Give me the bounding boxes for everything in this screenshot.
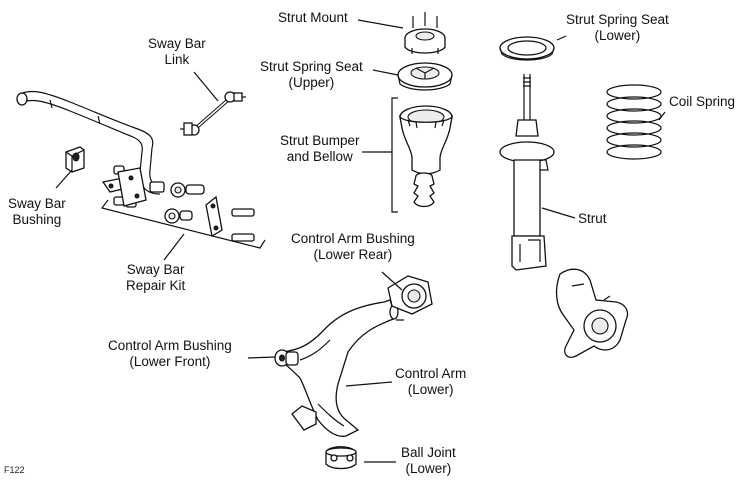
label-strut-spring-seat-upper-line2: (Upper) xyxy=(288,75,335,90)
label-control-arm-bushing-lower-front: Control Arm Bushing (Lower Front) xyxy=(108,338,232,370)
label-control-arm: Control Arm (Lower) xyxy=(395,366,466,398)
label-strut-spring-seat-lower-line2: (Lower) xyxy=(594,28,641,43)
label-coil-spring-text: Coil Spring xyxy=(669,94,736,109)
label-control-arm-line2: (Lower) xyxy=(407,382,454,397)
label-strut-bumper-line2: and Bellow xyxy=(286,149,353,164)
strut-part xyxy=(499,36,555,271)
control-arm-part xyxy=(281,299,404,437)
strut-mount-part xyxy=(404,12,446,54)
ball-joint-part xyxy=(325,446,357,470)
label-sway-bar-bushing-line1: Sway Bar xyxy=(8,196,66,211)
label-strut-spring-seat-upper: Strut Spring Seat (Upper) xyxy=(260,59,363,91)
label-control-arm-bushing-lower-front-line1: Control Arm Bushing xyxy=(108,338,232,353)
label-sway-bar-link-line2: Link xyxy=(164,52,190,67)
label-strut-mount-text: Strut Mount xyxy=(278,10,348,25)
label-strut-bumper-line1: Strut Bumper xyxy=(280,133,360,148)
figure-code: F122 xyxy=(4,465,25,475)
bumper-bellow-part xyxy=(398,105,454,208)
label-strut-bumper: Strut Bumper and Bellow xyxy=(280,133,360,165)
leader-lines xyxy=(55,19,666,463)
label-sway-bar-repair-kit: Sway Bar Repair Kit xyxy=(126,262,185,294)
label-ball-joint-line2: (Lower) xyxy=(405,461,452,476)
label-ball-joint: Ball Joint (Lower) xyxy=(401,445,456,477)
label-strut-spring-seat-lower: Strut Spring Seat (Lower) xyxy=(566,12,669,44)
label-strut-spring-seat-lower-line1: Strut Spring Seat xyxy=(566,12,669,27)
label-strut: Strut xyxy=(578,211,607,227)
label-sway-bar-bushing: Sway Bar Bushing xyxy=(8,196,66,228)
label-sway-bar-link: Sway Bar Link xyxy=(148,36,206,68)
label-control-arm-line1: Control Arm xyxy=(395,366,467,381)
spring-seat-upper-part xyxy=(397,62,453,91)
label-control-arm-bushing-lower-front-line2: (Lower Front) xyxy=(129,354,211,369)
label-coil-spring: Coil Spring xyxy=(669,94,735,110)
sway-bar-bushing-part xyxy=(65,146,85,173)
label-strut-mount: Strut Mount xyxy=(278,10,348,26)
coil-spring-part xyxy=(606,84,662,160)
label-sway-bar-bushing-line2: Bushing xyxy=(12,212,62,227)
label-strut-text: Strut xyxy=(578,211,607,226)
label-ball-joint-line1: Ball Joint xyxy=(401,445,456,460)
bumper-bracket xyxy=(391,97,398,213)
label-sway-bar-repair-kit-line1: Sway Bar xyxy=(126,262,185,277)
label-control-arm-bushing-lower-rear-line2: (Lower Rear) xyxy=(313,247,393,262)
sway-bar-link-part xyxy=(180,91,246,136)
bushing-lower-front-part xyxy=(274,349,299,367)
bushing-lower-rear-part xyxy=(387,275,433,315)
label-sway-bar-link-line1: Sway Bar xyxy=(148,36,206,51)
steering-knuckle-part xyxy=(555,268,629,358)
label-strut-spring-seat-upper-line1: Strut Spring Seat xyxy=(260,59,363,74)
label-control-arm-bushing-lower-rear: Control Arm Bushing (Lower Rear) xyxy=(291,231,415,263)
repair-kit-bracket xyxy=(100,199,266,249)
label-control-arm-bushing-lower-rear-line1: Control Arm Bushing xyxy=(291,231,415,246)
label-sway-bar-repair-kit-line2: Repair Kit xyxy=(126,278,186,293)
repair-kit-parts xyxy=(101,165,255,242)
